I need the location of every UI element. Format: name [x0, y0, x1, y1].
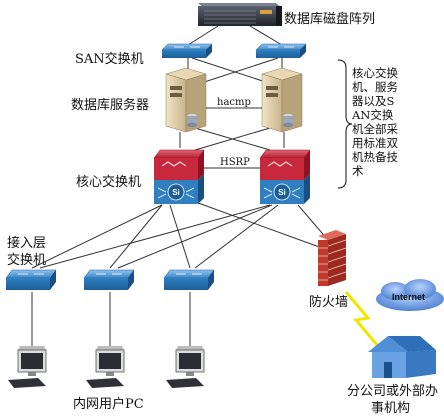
db-server-left-icon [165, 67, 207, 133]
network-links [31, 25, 329, 348]
db-server-label: 数据库服务器 [71, 98, 150, 113]
access-switch-2-icon [83, 269, 135, 290]
access-switch-1-icon [5, 269, 57, 290]
disk-array-icon [198, 3, 282, 26]
internet-cloud-icon [376, 279, 444, 311]
svg-text:Si: Si [172, 188, 180, 197]
san-switch-label: SAN交换机 [75, 52, 144, 67]
vpn-lightning-icon [344, 291, 380, 347]
branch-office-label-line1: 分公司或外部办 [347, 384, 439, 399]
core-switch-right-icon: Si [259, 149, 311, 204]
core-switch-label: 核心交换机 [76, 175, 142, 190]
pc-1-icon [8, 346, 47, 388]
san-switch-right-icon [255, 43, 307, 58]
redundancy-note: 核心交换机、服务器以及SAN交换机全部采用标准双机热备技术 [352, 66, 398, 179]
pc-3-icon [166, 346, 205, 388]
internet-label: Internet [392, 292, 426, 302]
san-switch-left-icon [161, 43, 213, 58]
branch-office-icon [368, 336, 436, 378]
note-bracket [337, 59, 353, 189]
hacmp-label: hacmp [217, 97, 251, 108]
disk-array-label: 数据库磁盘阵列 [284, 12, 376, 27]
svg-text:Si: Si [278, 188, 286, 197]
hsrp-label: HSRP [220, 157, 250, 168]
access-switch-3-icon [163, 269, 215, 290]
firewall-icon [318, 230, 347, 286]
db-server-right-icon [261, 67, 303, 133]
pc-2-icon [86, 346, 125, 388]
access-switch-label-line2: 交换机 [7, 253, 47, 268]
access-switch-label-line1: 接入层 [7, 236, 47, 251]
intranet-pc-label: 内网用户PC [73, 397, 144, 412]
branch-office-label-line2: 事机构 [371, 401, 411, 416]
core-switch-left-icon: Si [153, 149, 205, 204]
firewall-label: 防火墙 [309, 295, 349, 310]
